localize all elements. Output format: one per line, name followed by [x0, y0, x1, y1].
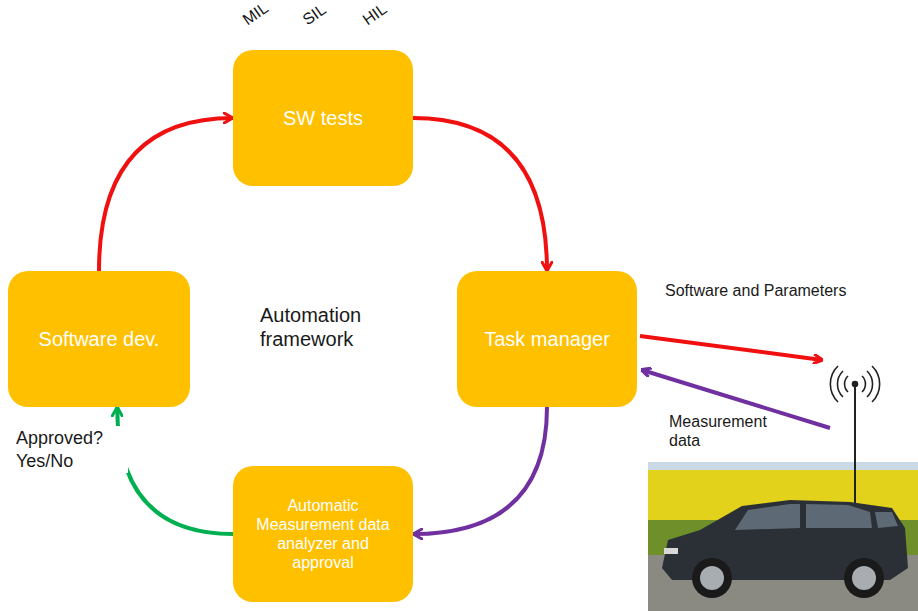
- car-photo: [648, 462, 918, 611]
- flow-arrow: [413, 407, 547, 534]
- process-box: Automatic Measurement data analyzer and …: [233, 466, 413, 602]
- signal-label: Measurement data: [669, 412, 781, 450]
- edge-label: Approved? Yes/No: [14, 426, 128, 473]
- antenna-symbol: [830, 366, 879, 470]
- process-box: Task manager: [457, 271, 637, 407]
- test-level: SIL: [299, 0, 330, 29]
- test-level: MIL: [239, 0, 272, 29]
- box-text: Software dev.: [39, 327, 160, 351]
- framework-title: Automation framework: [260, 303, 390, 351]
- test-level: HIL: [359, 0, 390, 29]
- upload-arrow: [640, 336, 822, 360]
- box-text: SW tests: [283, 106, 363, 130]
- process-box: SW tests: [233, 50, 413, 186]
- box-text: Task manager: [484, 327, 610, 351]
- flow-arrow: [117, 407, 233, 534]
- signal-label: Software and Parameters: [665, 281, 846, 300]
- flow-arrow: [413, 118, 547, 271]
- flow-arrow: [99, 118, 233, 271]
- box-text: Automatic Measurement data analyzer and …: [253, 496, 393, 573]
- process-box: Software dev.: [8, 271, 190, 407]
